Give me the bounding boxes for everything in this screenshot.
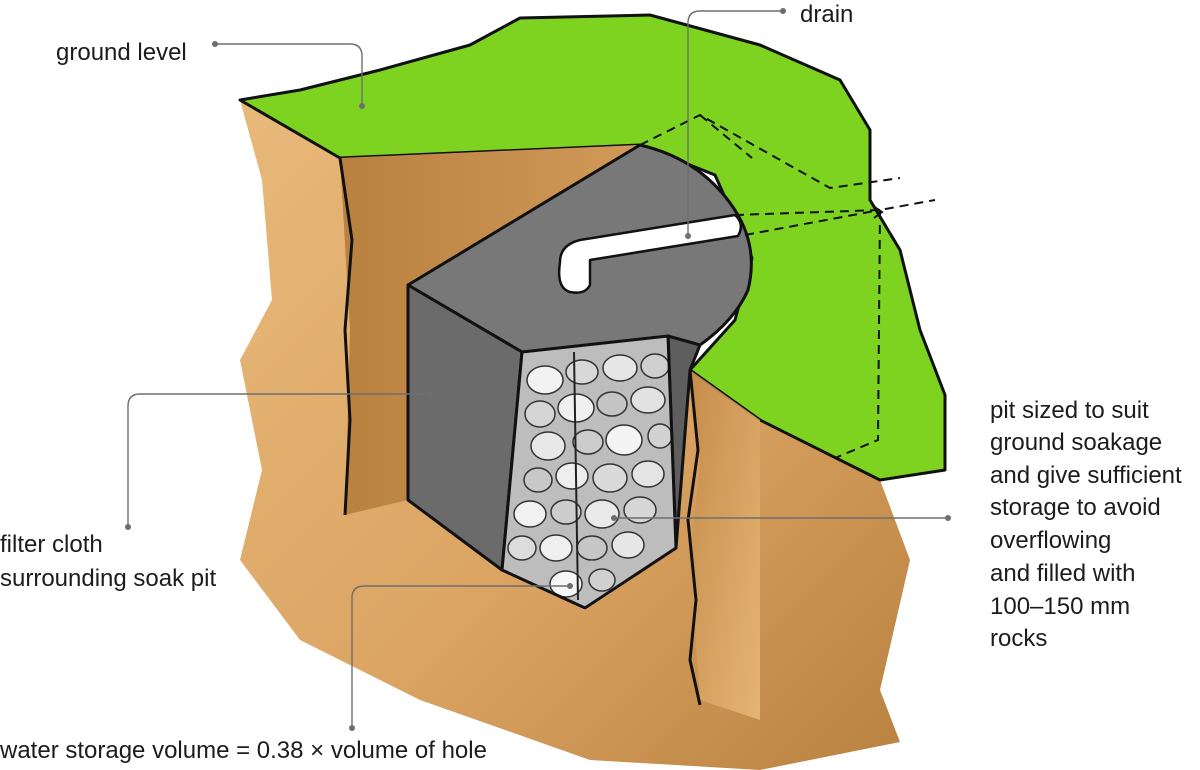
pit-sized-label-line-1: pit sized to suit bbox=[990, 397, 1149, 424]
drain-leader-end bbox=[685, 233, 691, 239]
pit-sized-label-line-3: and give sufficient bbox=[990, 462, 1182, 489]
water-storage-leader-end bbox=[567, 583, 573, 589]
pit-sized-label-line-6: and filled with bbox=[990, 560, 1135, 587]
hole-right-wall bbox=[690, 370, 760, 720]
pit-sized-label-line-7: 100–150 mm bbox=[990, 593, 1130, 620]
filter-cloth-label-line-1: filter cloth bbox=[0, 531, 103, 558]
ground-level-leader-end bbox=[359, 103, 365, 109]
filter-cloth-leader-start bbox=[125, 524, 131, 530]
ground-level-label: ground level bbox=[56, 39, 187, 66]
pit-sized-label-line-4: storage to avoid bbox=[990, 494, 1161, 521]
drain-leader-start bbox=[780, 8, 786, 14]
filter-cloth-leader-end bbox=[427, 391, 433, 397]
pit-sized-leader-end bbox=[611, 515, 617, 521]
water-storage-leader-start bbox=[349, 725, 355, 731]
ground-level-leader-start bbox=[212, 41, 218, 47]
filter-cloth-label-line-2: surrounding soak pit bbox=[0, 565, 216, 592]
water-storage-label: water storage volume = 0.38 × volume of … bbox=[0, 737, 487, 764]
pit-sized-label-line-2: ground soakage bbox=[990, 429, 1162, 456]
drain-label: drain bbox=[800, 1, 853, 28]
pit-sized-leader-start bbox=[945, 515, 951, 521]
pit-sized-label-line-5: overflowing bbox=[990, 527, 1111, 554]
pit-sized-label-line-8: rocks bbox=[990, 625, 1047, 652]
